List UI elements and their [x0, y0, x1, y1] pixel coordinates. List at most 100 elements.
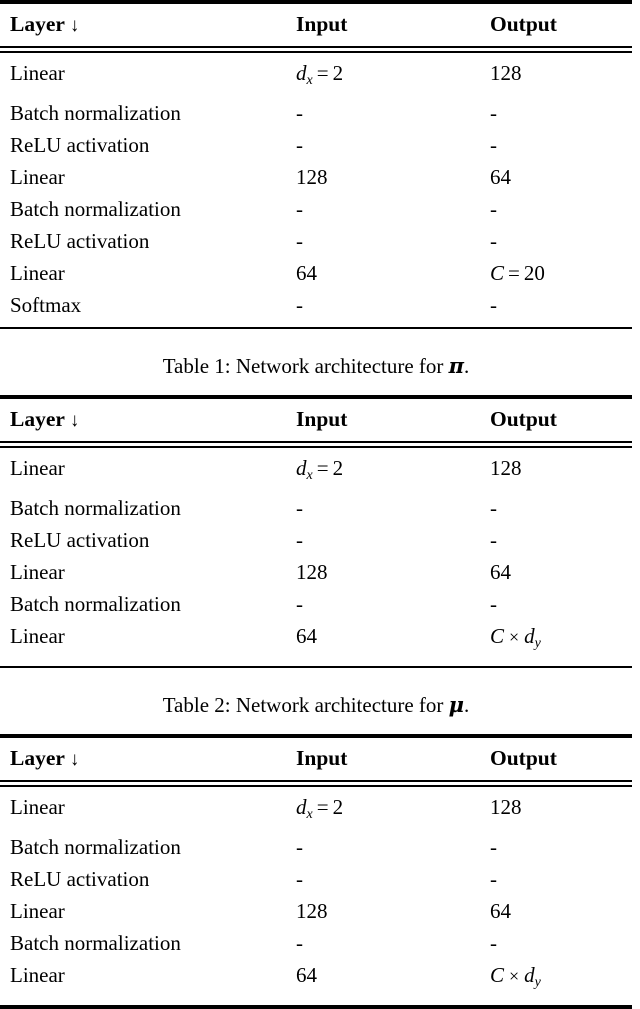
cell-input-text: -: [296, 100, 303, 125]
cell-layer: Softmax: [0, 289, 286, 321]
math-equals: =: [508, 260, 520, 285]
cell-input-text: -: [296, 866, 303, 891]
cell-input: 128: [286, 556, 480, 588]
cell-output: 64: [480, 161, 632, 193]
cell-output-text: -: [490, 866, 497, 891]
architecture-table-3: Layer ↓ Input Output: [0, 738, 632, 780]
cell-input-text: -: [296, 495, 303, 520]
table-row: ReLU activation - -: [0, 863, 632, 895]
cell-layer-text: Linear: [10, 260, 65, 285]
cell-layer-text: ReLU activation: [10, 527, 150, 552]
architecture-table-1: Layer ↓ Input Output: [0, 4, 632, 46]
caption-period: .: [464, 692, 470, 717]
table-bottom-rule: [0, 665, 632, 668]
cell-output: -: [480, 831, 632, 863]
table-header: Layer ↓ Input Output: [0, 399, 632, 441]
column-header-output: Output: [490, 12, 557, 36]
cell-input: -: [286, 927, 480, 959]
cell-input: -: [286, 588, 480, 620]
cell-input: -: [286, 524, 480, 556]
cell-input-text: -: [296, 834, 303, 859]
cell-layer: Linear: [0, 257, 286, 289]
math-d: d: [296, 61, 307, 85]
column-header-layer: Layer ↓: [0, 399, 286, 441]
math-subscript-y: y: [534, 974, 541, 990]
cell-output-text: -: [490, 196, 497, 221]
cell-input: 64: [286, 959, 480, 999]
table-row: Batch normalization--: [0, 492, 632, 524]
cell-layer: ReLU activation: [0, 129, 286, 161]
cell-layer: Linear: [0, 452, 286, 492]
caption-symbol-pi: π: [448, 352, 465, 378]
cell-layer: ReLU activation: [0, 863, 286, 895]
cell-input-text: 128: [296, 164, 328, 189]
cell-input: -: [286, 193, 480, 225]
column-header-layer-label: Layer: [10, 12, 65, 36]
math-d: d: [524, 623, 535, 648]
cell-input: 128: [286, 895, 480, 927]
cell-layer: Linear: [0, 620, 286, 660]
cell-input: -: [286, 225, 480, 257]
cell-output: -: [480, 193, 632, 225]
cell-layer: Linear: [0, 57, 286, 97]
cell-input: -: [286, 97, 480, 129]
down-arrow-icon: ↓: [69, 409, 80, 431]
cell-input: -: [286, 129, 480, 161]
cell-input: -: [286, 863, 480, 895]
table-row: ReLU activation--: [0, 524, 632, 556]
cell-input: -: [286, 831, 480, 863]
cell-layer-text: Linear: [10, 623, 65, 648]
math-times: ×: [509, 626, 520, 647]
down-arrow-icon: ↓: [69, 748, 80, 770]
cell-input-text: 64: [296, 623, 317, 648]
math-dx-equals-2: dx=2: [296, 794, 343, 822]
math-C: C: [490, 623, 505, 648]
math-equals: =: [316, 794, 329, 819]
math-equals: =: [316, 455, 329, 480]
cell-layer: Linear: [0, 959, 286, 999]
caption-period: .: [464, 353, 470, 378]
math-times: ×: [509, 965, 520, 986]
cell-layer-text: ReLU activation: [10, 866, 150, 891]
cell-output: 64: [480, 895, 632, 927]
cell-input: dx=2: [286, 57, 480, 97]
math-C: C: [490, 962, 505, 987]
column-header-input: Input: [296, 745, 348, 770]
cell-output: -: [480, 863, 632, 895]
table-header: Layer ↓ Input Output: [0, 738, 632, 780]
math-equals: =: [316, 61, 329, 85]
cell-layer: Linear: [0, 791, 286, 831]
cell-layer: Batch normalization: [0, 193, 286, 225]
cell-input-text: 128: [296, 898, 328, 923]
cell-layer-text: Batch normalization: [10, 196, 181, 221]
caption-text: Table 2: Network architecture for: [162, 692, 449, 717]
cell-output-text: -: [490, 495, 497, 520]
cell-layer: Batch normalization: [0, 927, 286, 959]
cell-layer: Batch normalization: [0, 831, 286, 863]
table-row: ReLU activation--: [0, 225, 632, 257]
column-header-layer: Layer ↓: [0, 738, 286, 780]
cell-input-text: -: [296, 132, 303, 157]
column-header-output: Output: [490, 745, 557, 770]
cell-output-text: 64: [490, 898, 511, 923]
table-header-double-rule: [0, 46, 632, 53]
cell-layer: ReLU activation: [0, 225, 286, 257]
cell-layer-text: Linear: [10, 962, 65, 987]
math-dx-equals-2: dx=2: [296, 61, 343, 88]
table-row: Batch normalization--: [0, 588, 632, 620]
table-2-caption: Table 2: Network architecture for μ.: [0, 690, 632, 720]
table-row: ReLU activation--: [0, 129, 632, 161]
